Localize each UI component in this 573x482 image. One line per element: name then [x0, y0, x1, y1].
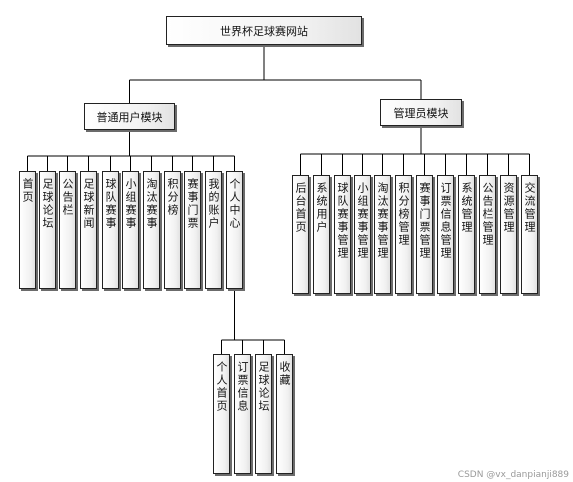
user-leaf-label: 足球论坛 — [41, 178, 54, 230]
user-leaf-label: 球队赛事 — [104, 178, 117, 230]
admin-leaf-node: 球队赛事管理 — [334, 175, 351, 294]
admin-leaf-node: 后台首页 — [292, 175, 309, 294]
admin-module-label: 管理员模块 — [393, 106, 449, 120]
admin-leaf-label: 系统管理 — [460, 182, 473, 234]
admin-leaf-label: 淘汰赛事管理 — [376, 182, 389, 260]
user-module-node: 普通用户模块 — [84, 103, 175, 130]
admin-module-node: 管理员模块 — [380, 99, 462, 126]
user-leaf-label: 足球新闻 — [82, 178, 95, 230]
admin-leaf-node: 小组赛事管理 — [354, 175, 371, 294]
user-leaf-label: 淘汰赛事 — [145, 178, 158, 230]
user-leaf-node: 赛事门票 — [184, 171, 201, 289]
admin-leaf-node: 积分榜管理 — [395, 175, 412, 294]
admin-leaf-label: 资源管理 — [502, 182, 515, 234]
user-leaf-node: 足球新闻 — [80, 171, 97, 289]
user-leaf-node: 个人中心 — [226, 171, 243, 289]
sub-leaf-node: 订票信息 — [234, 354, 251, 474]
admin-leaf-node: 公告栏管理 — [479, 175, 496, 294]
user-leaf-label: 积分榜 — [166, 178, 179, 217]
admin-leaf-label: 积分榜管理 — [397, 182, 410, 247]
user-leaf-node: 我的账户 — [205, 171, 222, 289]
admin-leaf-label: 赛事门票管理 — [418, 182, 431, 260]
admin-leaf-label: 后台首页 — [294, 182, 307, 234]
user-leaf-node: 球队赛事 — [102, 171, 119, 289]
admin-leaf-node: 赛事门票管理 — [416, 175, 433, 294]
admin-leaf-node: 淘汰赛事管理 — [374, 175, 391, 294]
admin-leaf-node: 订票信息管理 — [437, 175, 454, 294]
admin-leaf-node: 系统管理 — [458, 175, 475, 294]
user-leaf-label: 个人中心 — [228, 178, 241, 230]
sub-leaf-label: 收藏 — [278, 361, 291, 387]
sub-leaf-node: 足球论坛 — [255, 354, 272, 474]
sub-leaf-label: 个人首页 — [215, 361, 228, 413]
admin-leaf-label: 订票信息管理 — [439, 182, 452, 260]
admin-leaf-node: 交流管理 — [521, 175, 538, 294]
sub-leaf-node: 收藏 — [276, 354, 293, 474]
user-leaf-label: 首页 — [21, 178, 34, 204]
root-node: 世界杯足球赛网站 — [166, 16, 362, 45]
user-leaf-label: 公告栏 — [61, 178, 74, 217]
user-leaf-label: 我的账户 — [207, 178, 220, 230]
user-leaf-node: 足球论坛 — [39, 171, 56, 289]
user-leaf-label: 赛事门票 — [186, 178, 199, 230]
sub-leaf-label: 订票信息 — [236, 361, 249, 413]
sub-leaf-node: 个人首页 — [213, 354, 230, 474]
user-leaf-node: 小组赛事 — [122, 171, 139, 289]
admin-leaf-node: 资源管理 — [500, 175, 517, 294]
watermark: CSDN @vx_danpianji889 — [457, 470, 569, 480]
admin-leaf-node: 系统用户 — [313, 175, 330, 294]
user-leaf-node: 淘汰赛事 — [143, 171, 160, 289]
admin-leaf-label: 系统用户 — [315, 182, 328, 234]
admin-leaf-label: 球队赛事管理 — [336, 182, 349, 260]
admin-leaf-label: 公告栏管理 — [481, 182, 494, 247]
sub-leaf-label: 足球论坛 — [257, 361, 270, 413]
user-module-label: 普通用户模块 — [96, 110, 163, 124]
user-leaf-node: 积分榜 — [164, 171, 181, 289]
admin-leaf-label: 交流管理 — [523, 182, 536, 234]
admin-leaf-label: 小组赛事管理 — [356, 182, 369, 260]
user-leaf-node: 首页 — [19, 171, 36, 289]
user-leaf-label: 小组赛事 — [124, 178, 137, 230]
root-label: 世界杯足球赛网站 — [220, 24, 308, 38]
user-leaf-node: 公告栏 — [59, 171, 76, 289]
